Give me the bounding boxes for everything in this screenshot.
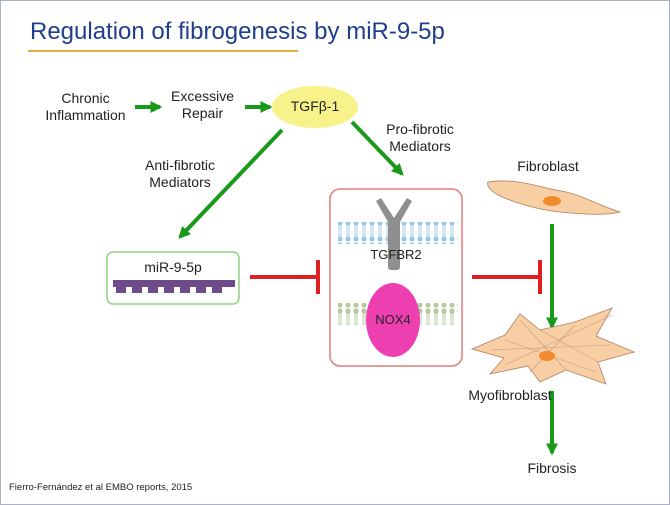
label-chronic-inflammation: Chronic Inflammation	[45, 90, 126, 123]
tgfb1-ellipse	[272, 86, 358, 128]
title-underline	[28, 50, 298, 52]
label-anti-fibrotic-mediators: Anti-fibrotic Mediators	[144, 157, 216, 190]
citation: Fierro-Fernández et al EMBO reports, 201…	[9, 482, 193, 493]
tgfbr2-receptor-icon	[376, 198, 412, 270]
arrow-tgfb-to-pro-fibrotic	[350, 120, 404, 176]
myofibroblast-cell-icon	[470, 307, 636, 385]
arrow-tgfb-to-anti-fibrotic	[178, 128, 284, 239]
label-nox4: NOX4	[375, 312, 411, 327]
nox4-ellipse	[366, 283, 420, 357]
label-excessive-repair: Excessive Repair	[170, 88, 235, 121]
fibroblast-cell-icon	[487, 180, 622, 215]
label-fibrosis: Fibrosis	[527, 460, 577, 476]
label-tgfb1: TGFβ-1	[290, 98, 340, 114]
label-mir-9-5p: miR-9-5p	[144, 259, 202, 275]
label-myofibroblast: Myofibroblast	[468, 387, 552, 403]
inhibition-receptor-to-fibroblast-transition	[472, 260, 542, 294]
slide-title: Regulation of fibrogenesis by miR-9-5p	[30, 18, 445, 45]
label-fibroblast: Fibroblast	[517, 158, 579, 174]
mirna-strand-icon	[113, 280, 235, 293]
inhibition-mir-to-receptor	[250, 260, 320, 294]
label-tgfbr2: TGFBR2	[370, 247, 422, 262]
label-pro-fibrotic-mediators: Pro-fibrotic Mediators	[386, 121, 454, 154]
